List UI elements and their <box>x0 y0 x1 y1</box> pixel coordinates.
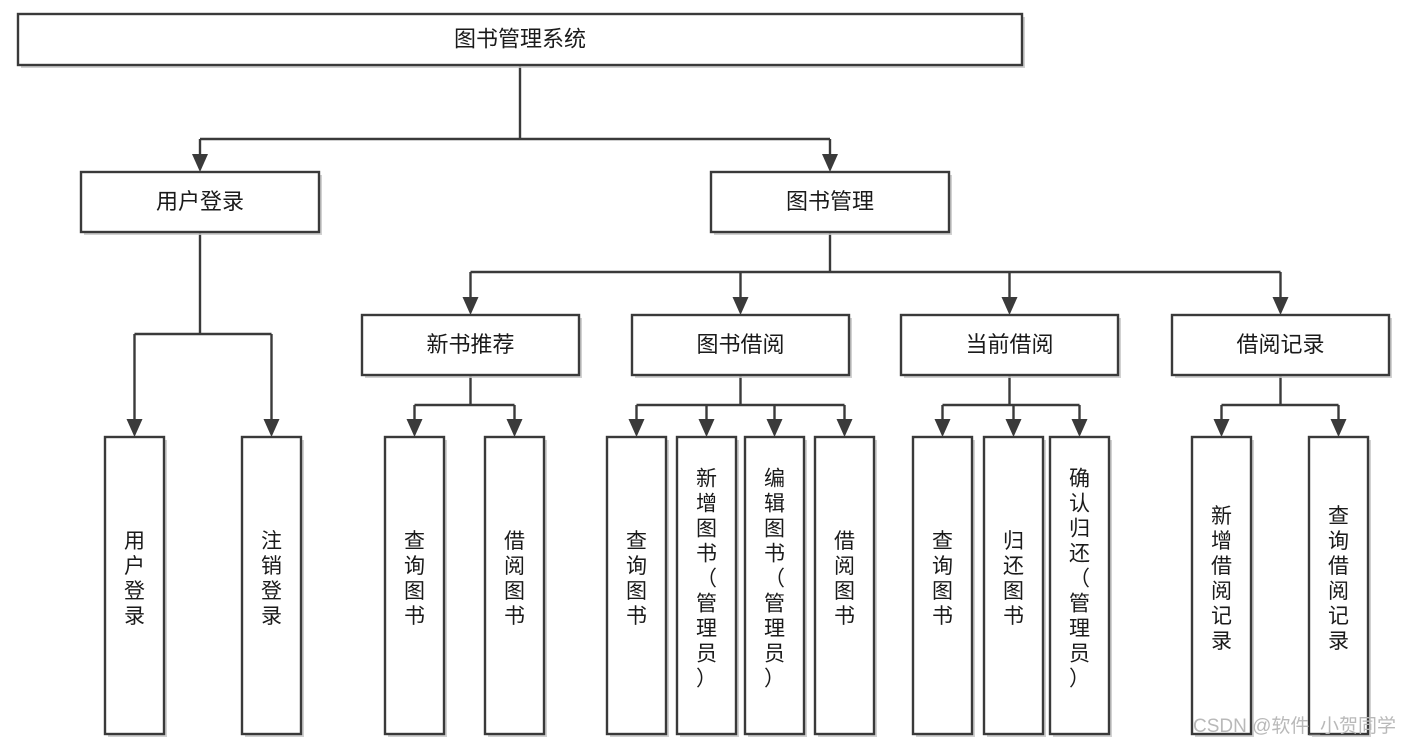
node-rect <box>675 435 738 736</box>
connector-layer <box>126 65 1347 437</box>
arrow-head-icon <box>1272 297 1289 315</box>
node-rect <box>360 313 581 377</box>
node-label: 查询图书 <box>404 530 425 628</box>
node-rect <box>103 435 166 736</box>
node-module-当前借阅[interactable]: 当前借阅 <box>899 313 1121 378</box>
node-leaf-查询图书[interactable]: 查询图书 <box>605 435 669 737</box>
arrow-head-icon <box>628 419 645 437</box>
csdn-watermark: CSDN @软件_小贺同学 <box>1193 715 1396 737</box>
arrow-head-icon <box>192 154 208 172</box>
node-module-借阅记录[interactable]: 借阅记录 <box>1170 313 1392 378</box>
node-label: 借阅图书 <box>504 530 525 628</box>
arrow-head-icon <box>766 419 783 437</box>
node-rect <box>911 435 974 736</box>
arrow-head-icon <box>462 297 479 315</box>
node-rect <box>383 435 446 736</box>
node-rect <box>16 12 1024 67</box>
node-label: 查询图书 <box>626 530 647 628</box>
node-rect <box>1048 435 1111 736</box>
node-label: 用户登录 <box>124 530 145 628</box>
node-leaf-新增借阅记录[interactable]: 新增借阅记录 <box>1190 435 1254 737</box>
node-label: 新书推荐 <box>426 332 514 357</box>
arrow-head-icon <box>506 419 523 437</box>
arrow-head-icon <box>406 419 423 437</box>
node-label: 当前借阅 <box>965 332 1053 357</box>
node-label: 查询借阅记录 <box>1328 505 1349 653</box>
node-rect <box>79 170 321 234</box>
arrow-head-icon <box>126 419 143 437</box>
node-label: 注销登录 <box>261 530 282 628</box>
node-leaf-查询图书[interactable]: 查询图书 <box>383 435 447 737</box>
node-rect <box>630 313 851 377</box>
node-label: 图书管理 <box>786 189 874 214</box>
node-label: 确认归还（管理员） <box>1069 468 1090 691</box>
node-rect <box>240 435 303 736</box>
node-root-图书管理系统[interactable]: 图书管理系统 <box>16 12 1025 68</box>
node-rect <box>1170 313 1391 377</box>
node-leaf-查询借阅记录[interactable]: 查询借阅记录 <box>1307 435 1371 737</box>
node-rect <box>709 170 951 234</box>
node-rect <box>605 435 668 736</box>
node-label: 借阅记录 <box>1236 332 1324 357</box>
node-leaf-注销登录[interactable]: 注销登录 <box>240 435 304 737</box>
node-label: 用户登录 <box>156 189 244 214</box>
node-leaf-查询图书[interactable]: 查询图书 <box>911 435 975 737</box>
node-leaf-借阅图书[interactable]: 借阅图书 <box>483 435 547 737</box>
arrow-head-icon <box>934 419 951 437</box>
node-leaf-确认归还管理员[interactable]: 确认归还（管理员） <box>1048 435 1112 737</box>
node-leaf-新增图书管理员[interactable]: 新增图书（管理员） <box>675 435 739 737</box>
node-label: 图书借阅 <box>696 332 784 357</box>
node-label: 新增图书（管理员） <box>696 468 717 691</box>
node-branch-图书管理[interactable]: 图书管理 <box>709 170 952 235</box>
arrow-head-icon <box>698 419 715 437</box>
node-leaf-用户登录[interactable]: 用户登录 <box>103 435 167 737</box>
node-layer: 图书管理系统用户登录图书管理新书推荐图书借阅当前借阅借阅记录用户登录注销登录查询… <box>16 12 1392 737</box>
node-rect <box>813 435 876 736</box>
node-label: 归还图书 <box>1003 530 1024 628</box>
node-rect <box>743 435 806 736</box>
arrow-head-icon <box>1213 419 1230 437</box>
node-rect <box>1190 435 1253 736</box>
node-module-新书推荐[interactable]: 新书推荐 <box>360 313 582 378</box>
arrow-head-icon <box>1001 297 1018 315</box>
arrow-head-icon <box>822 154 838 172</box>
node-label: 借阅图书 <box>834 530 855 628</box>
node-rect <box>1307 435 1370 736</box>
node-branch-用户登录[interactable]: 用户登录 <box>79 170 322 235</box>
node-label: 新增借阅记录 <box>1211 505 1232 653</box>
node-leaf-借阅图书[interactable]: 借阅图书 <box>813 435 877 737</box>
node-leaf-归还图书[interactable]: 归还图书 <box>982 435 1046 737</box>
arrow-head-icon <box>836 419 853 437</box>
node-rect <box>899 313 1120 377</box>
node-label: 图书管理系统 <box>454 26 586 51</box>
node-module-图书借阅[interactable]: 图书借阅 <box>630 313 852 378</box>
node-rect <box>483 435 546 736</box>
node-leaf-编辑图书管理员[interactable]: 编辑图书（管理员） <box>743 435 807 737</box>
node-rect <box>982 435 1045 736</box>
arrow-head-icon <box>1330 419 1347 437</box>
arrow-head-icon <box>263 419 280 437</box>
node-label: 查询图书 <box>932 530 953 628</box>
arrow-head-icon <box>732 297 749 315</box>
node-label: 编辑图书（管理员） <box>764 468 785 691</box>
arrow-head-icon <box>1005 419 1022 437</box>
arrow-head-icon <box>1071 419 1088 437</box>
